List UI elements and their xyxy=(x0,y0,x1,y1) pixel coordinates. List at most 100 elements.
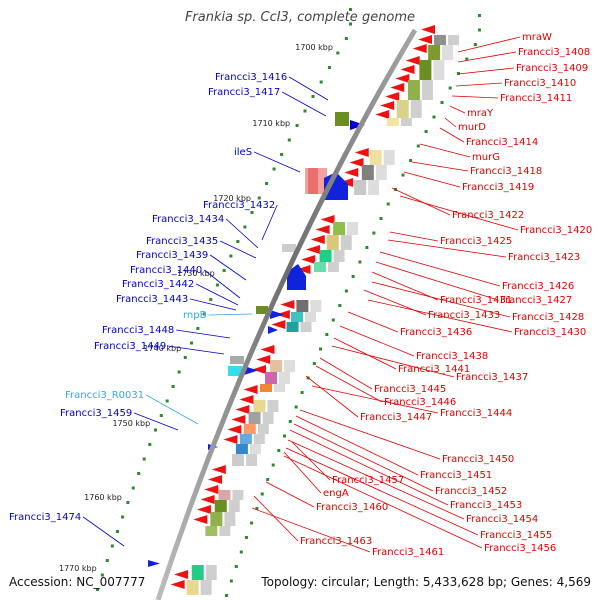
label-connector xyxy=(168,345,225,355)
gene-box xyxy=(265,372,278,384)
gene-box xyxy=(286,322,299,332)
gene-arrow xyxy=(280,300,295,309)
label-connector xyxy=(455,82,503,87)
outer-tick xyxy=(440,101,444,104)
gene-arrow xyxy=(296,265,311,274)
scale-tick xyxy=(190,341,194,345)
gene-label: Francci3_1430 xyxy=(514,327,586,338)
gene-label: Francci3_1461 xyxy=(372,547,444,558)
gene-label: ileS xyxy=(234,147,252,158)
gene-box xyxy=(228,500,240,512)
label-connector xyxy=(371,281,511,318)
gene-label: Francci3_1427 xyxy=(500,295,572,306)
label-connector xyxy=(444,117,457,128)
scale-tick xyxy=(319,80,323,84)
gene-label: Francci3_1454 xyxy=(466,514,538,525)
gene-arrow xyxy=(421,25,435,34)
outer-tick xyxy=(432,115,436,119)
outer-tick xyxy=(465,57,469,61)
label-connector xyxy=(457,67,515,75)
gene-label: murD xyxy=(458,122,486,133)
scale-tick xyxy=(272,167,276,171)
gene-label: Francci3_1448 xyxy=(102,325,174,336)
gene-arrow xyxy=(243,385,258,394)
label-connector xyxy=(315,365,383,403)
outer-tick xyxy=(473,43,477,46)
outer-tick xyxy=(294,405,298,409)
label-connector xyxy=(283,455,483,549)
accession-label: Accession: NC_007777 xyxy=(9,575,146,589)
outer-tick xyxy=(244,536,248,539)
gene-box xyxy=(400,118,412,126)
gene-box xyxy=(369,150,382,165)
gene-box xyxy=(407,80,420,100)
genome-backbone xyxy=(155,28,418,600)
gene-box xyxy=(186,580,199,595)
gene-label: Francci3_1426 xyxy=(502,281,574,292)
scale-tick xyxy=(243,225,247,229)
gene-box xyxy=(232,490,244,500)
gene-arrow xyxy=(256,355,271,364)
scale-label: 1720 kbp xyxy=(213,194,251,203)
label-connector xyxy=(419,143,471,158)
gene-box xyxy=(257,424,269,434)
outer-tick xyxy=(401,173,405,177)
gene-label: Francci3_1410 xyxy=(504,78,576,89)
scale-tick xyxy=(349,22,352,26)
label-connector xyxy=(319,357,373,390)
gene-label: Francci3_1459 xyxy=(60,408,132,419)
outer-tick xyxy=(312,362,316,365)
gene-box xyxy=(210,512,223,526)
scale-tick xyxy=(257,196,261,200)
gene-label: Francci3_1446 xyxy=(384,397,456,408)
gene-label: Francci3_1460 xyxy=(316,502,388,513)
gene-box xyxy=(386,118,399,126)
gene-label: Francci3_R0031 xyxy=(65,390,144,401)
label-connector xyxy=(251,507,371,553)
outer-tick xyxy=(386,202,390,206)
label-connector xyxy=(457,36,521,53)
scale-label: 1770 kbp xyxy=(59,564,97,573)
gene-box xyxy=(274,384,286,392)
gene-label: Francci3_1440 xyxy=(130,265,202,276)
label-connector xyxy=(311,385,439,414)
scale-tick xyxy=(165,399,169,403)
gene-label: Francci3_1411 xyxy=(500,93,572,104)
gene-label: Francci3_1445 xyxy=(374,384,446,395)
gene-box xyxy=(246,454,258,466)
gene-box xyxy=(335,112,349,126)
gene-box xyxy=(375,165,387,180)
scale-tick xyxy=(209,298,213,301)
label-connector xyxy=(265,481,315,508)
label-connector xyxy=(196,283,239,306)
label-connector xyxy=(261,204,278,241)
gene-arrow xyxy=(270,310,284,319)
label-connector xyxy=(281,91,327,117)
gene-box xyxy=(205,565,217,580)
gene-label: Francci3_1452 xyxy=(435,486,507,497)
gene-label: Francci3_1408 xyxy=(518,47,590,58)
gene-arrow xyxy=(395,74,410,83)
gene-box xyxy=(191,565,204,580)
gene-box xyxy=(230,356,244,364)
scale-tick xyxy=(183,356,187,359)
gene-arrow xyxy=(271,320,286,329)
outer-tick xyxy=(478,14,481,17)
outer-tick xyxy=(266,478,270,481)
gene-arrow xyxy=(385,92,400,101)
label-connector xyxy=(220,240,257,259)
gene-box xyxy=(421,80,433,100)
label-connector xyxy=(389,231,439,242)
gene-arrow xyxy=(320,215,335,224)
gene-label: Francci3_1457 xyxy=(332,475,404,486)
outer-tick xyxy=(250,521,254,525)
gene-label: Francci3_1442 xyxy=(122,279,194,290)
scale-label: 1710 kbp xyxy=(252,119,290,128)
outer-tick xyxy=(338,304,342,307)
label-connector xyxy=(367,299,513,333)
gene-label: Francci3_1441 xyxy=(398,364,470,375)
scale-tick xyxy=(105,559,109,562)
gene-box xyxy=(243,424,256,434)
